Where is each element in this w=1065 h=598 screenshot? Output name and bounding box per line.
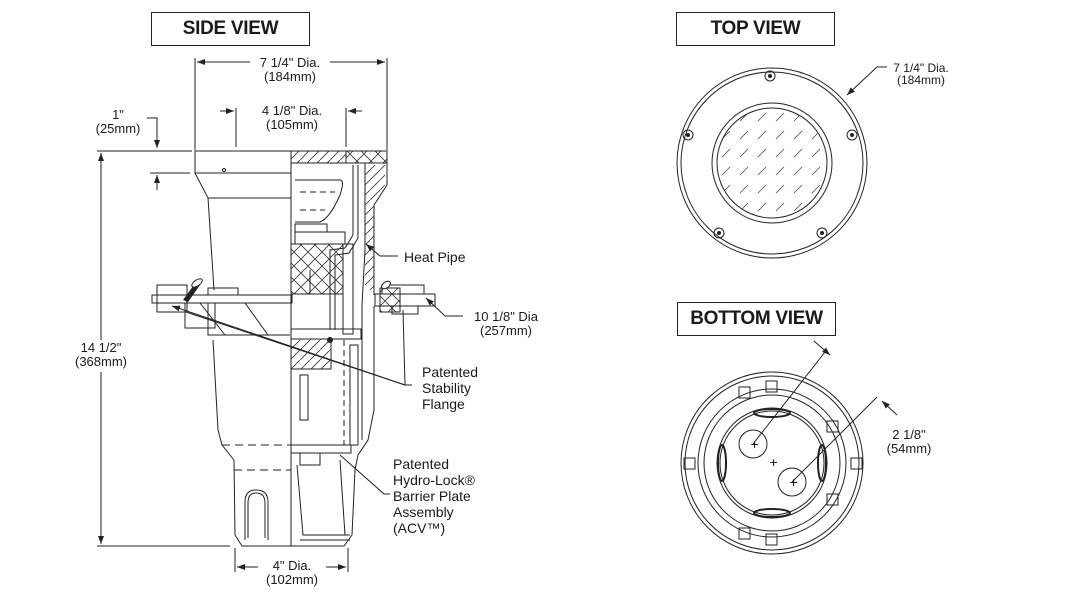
- side-height-label: 14 1/2" (368mm): [70, 341, 132, 369]
- dim-text: (184mm): [263, 69, 316, 84]
- callout-text: Barrier Plate: [393, 488, 471, 504]
- top-outer-dia-label: 7 1/4" Dia. (184mm): [890, 62, 952, 86]
- svg-text:+: +: [769, 456, 778, 469]
- dim-text: 7 1/4" Dia.: [259, 55, 321, 70]
- internal-part: [299, 374, 309, 421]
- top-view-title-text: TOP VIEW: [710, 18, 801, 39]
- dim-text: 14 1/2": [80, 340, 122, 355]
- side-flange-dia-label: 10 1/8" Dia (257mm): [466, 310, 546, 338]
- bottom-view-title-text: BOTTOM VIEW: [690, 308, 823, 329]
- side-view-title-text: SIDE VIEW: [182, 18, 279, 39]
- side-top-depth-label: 1" (25mm): [88, 108, 148, 136]
- dim-text: (184mm): [896, 73, 945, 87]
- dim-text: 4" Dia.: [272, 558, 312, 573]
- side-view-drawing: [97, 58, 463, 572]
- bottom-view-leader: [752, 351, 826, 445]
- dim-text: (25mm): [95, 121, 141, 136]
- callout-text: Hydro-Lock®: [393, 472, 475, 488]
- side-outlet-dia-label: 4" Dia. (102mm): [258, 559, 326, 587]
- callout-text: Stability: [422, 380, 472, 396]
- leader-lines: [171, 243, 463, 495]
- top-view-screws: [682, 70, 858, 239]
- drain-body-section: [290, 150, 388, 547]
- bottom-offset-label: 2 1/8" (54mm): [878, 428, 940, 456]
- barrier-plate-callout: Patented Hydro-Lock® Barrier Plate Assem…: [393, 456, 475, 536]
- dim-text: 4 1/8" Dia.: [261, 103, 323, 118]
- callout-text: Patented: [393, 456, 450, 472]
- callout-text: (ACV™): [393, 520, 446, 536]
- stability-flange-callout: Patented Stability Flange: [422, 364, 478, 412]
- top-view-leader: [846, 66, 887, 96]
- bottom-view-drawing: + + +: [680, 340, 898, 555]
- svg-text:+: +: [789, 476, 798, 489]
- callout-text: Heat Pipe: [404, 249, 466, 265]
- bottom-view-lugs: [683, 380, 863, 546]
- dim-text: (102mm): [265, 572, 318, 587]
- dim-text: (368mm): [74, 354, 127, 369]
- top-view-drawing: [676, 66, 887, 259]
- side-outer-dia-label: 7 1/4" Dia. (184mm): [248, 56, 332, 84]
- bottom-view-leader: [791, 396, 878, 483]
- callout-text: Assembly: [393, 504, 454, 520]
- bottom-view-title: BOTTOM VIEW: [677, 302, 836, 336]
- dim-arrow: [147, 117, 160, 148]
- heat-pipe-callout: Heat Pipe: [404, 249, 465, 265]
- dim-text: 1": [112, 107, 124, 122]
- dim-text: 7 1/4" Dia.: [893, 61, 949, 75]
- callout-text: Flange: [422, 396, 465, 412]
- callout-text: Patented: [422, 364, 479, 380]
- dim-text: (105mm): [265, 117, 318, 132]
- dim-text: (54mm): [886, 441, 932, 456]
- drain-body-exterior: [194, 150, 292, 547]
- top-view-title: TOP VIEW: [676, 12, 835, 46]
- side-inner-dia-label: 4 1/8" Dia. (105mm): [250, 104, 334, 132]
- svg-text:+: +: [750, 438, 759, 451]
- dim-text: 2 1/8": [892, 427, 926, 442]
- stability-flange: [151, 278, 436, 336]
- dim-text: 10 1/8" Dia: [474, 309, 538, 324]
- side-view-title: SIDE VIEW: [151, 12, 310, 46]
- dim-text: (257mm): [479, 323, 532, 338]
